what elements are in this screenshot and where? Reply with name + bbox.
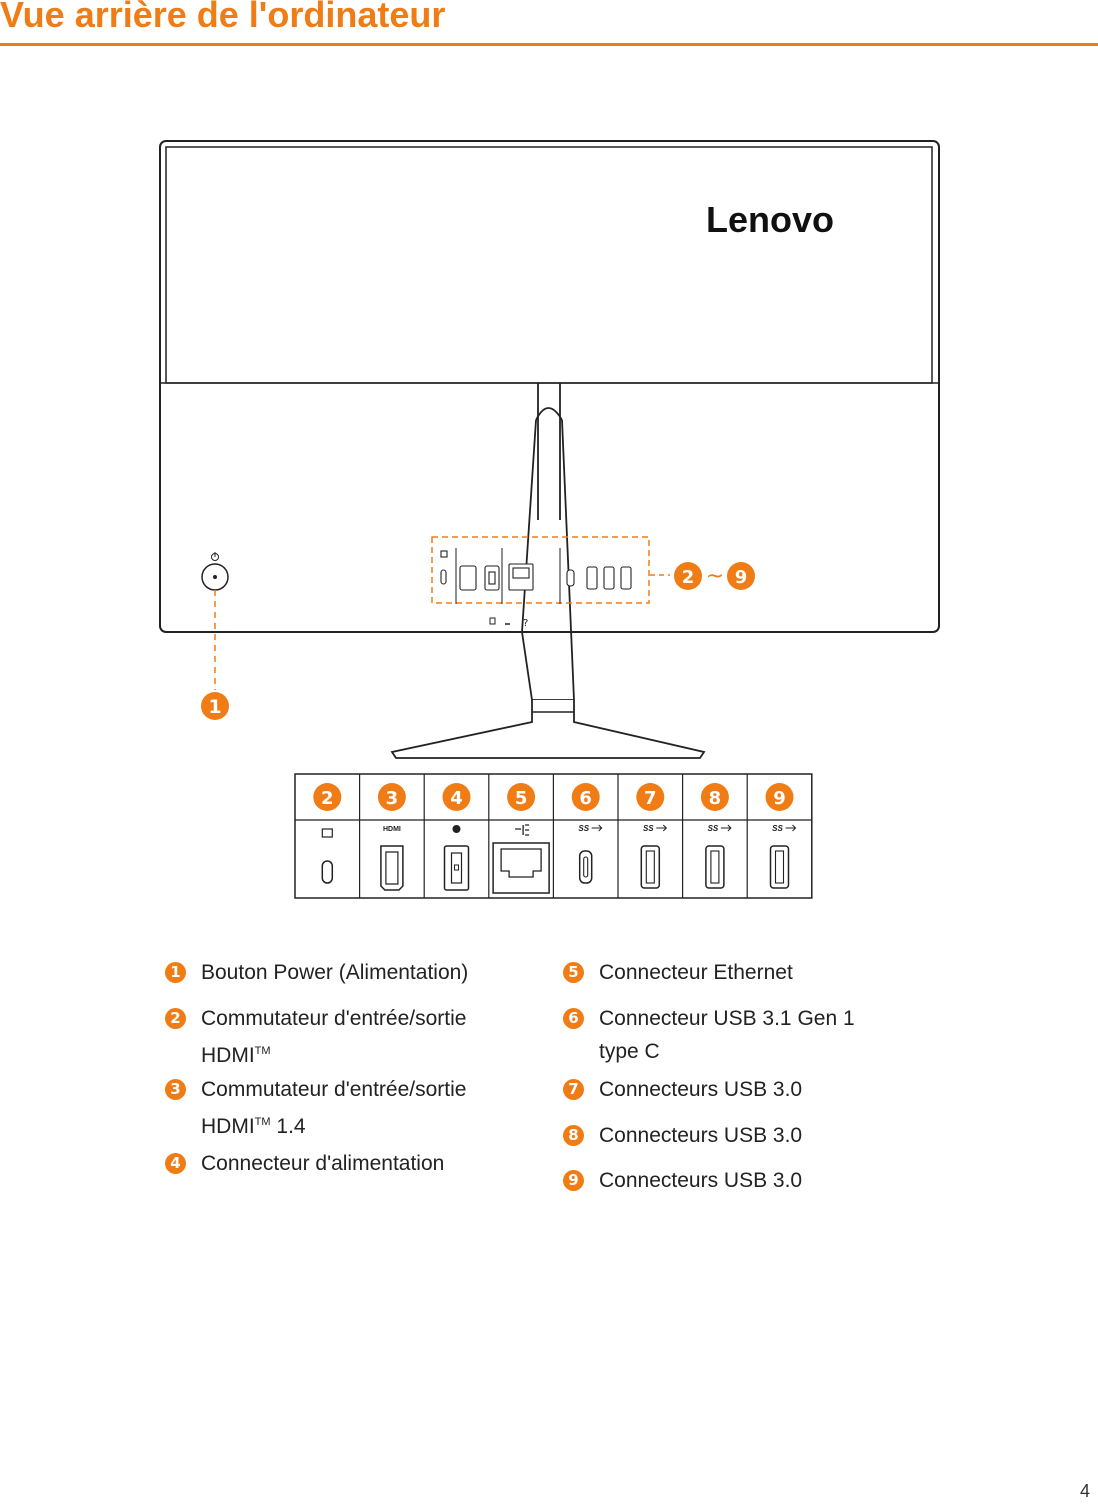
small-port-panel xyxy=(440,550,632,591)
stand-neck xyxy=(537,383,561,520)
usb-trident-icon xyxy=(720,824,732,832)
legend-text: Connecteur Ethernet xyxy=(599,961,793,984)
legend-text: Connecteurs USB 3.0 xyxy=(599,1169,803,1192)
legend-item-8: 8 Connecteurs USB 3.0 xyxy=(563,1119,939,1152)
svg-text:2: 2 xyxy=(682,567,695,588)
usb-c-port-icon xyxy=(578,850,593,884)
legend-number-badge: 9 xyxy=(563,1170,584,1191)
port-panel-highlight xyxy=(431,536,650,604)
power-jack-inner-icon xyxy=(450,852,463,884)
usb-trident-icon xyxy=(656,824,668,832)
usb-ss-symbol-icon: SS xyxy=(708,824,719,833)
callout-badge-1: 1 xyxy=(201,692,229,720)
port-number-badge-9 xyxy=(765,783,794,811)
title-underline xyxy=(0,43,1098,46)
svg-text:?: ? xyxy=(523,618,528,629)
legend-item-9: 9 Connecteurs USB 3.0 xyxy=(563,1164,939,1197)
legend-text: Connecteurs USB 3.0 xyxy=(599,1124,803,1147)
page-number: 4 xyxy=(1079,1481,1090,1501)
port-number-3: 3 xyxy=(386,788,399,809)
port-number-4: 4 xyxy=(450,788,463,809)
stand-base xyxy=(390,700,706,759)
usb-a-port-icon-9 xyxy=(769,845,790,889)
legend-number-badge: 5 xyxy=(563,962,584,983)
port-number-badge-2 xyxy=(313,783,342,811)
legend-number-badge: 8 xyxy=(563,1125,584,1146)
usb-ss-symbol-icon: SS xyxy=(578,824,589,833)
legend-text: Connecteurs USB 3.0 xyxy=(599,1078,803,1101)
port-number-badge-7 xyxy=(636,783,665,811)
legend-text: Bouton Power (Alimentation) xyxy=(201,961,469,984)
port-number-badge-3 xyxy=(377,783,406,811)
power-pin-icon xyxy=(454,864,459,871)
legend-item-4: 4 Connecteur d'alimentation xyxy=(165,1147,541,1180)
usb-c-tongue-icon xyxy=(583,856,589,878)
port-number-5: 5 xyxy=(515,788,528,809)
hdmi-label-icon: HDMI xyxy=(383,826,401,833)
legend-item-7: 7 Connecteurs USB 3.0 xyxy=(563,1073,939,1106)
legend-number-badge: 2 xyxy=(165,1008,186,1029)
legend-number-badge: 3 xyxy=(165,1079,186,1100)
callout-badge-2-9: 2 ~ 9 xyxy=(674,562,755,590)
hdmi-switch-icon xyxy=(321,860,334,884)
usb-ss-symbol-icon: SS xyxy=(772,824,783,833)
usb-a-port-icon-8 xyxy=(705,845,725,889)
switch-symbol-icon xyxy=(321,828,333,838)
legend-text: Connecteur d'alimentation xyxy=(201,1152,445,1175)
dc-polarity-icon xyxy=(452,825,461,833)
legend-number-badge: 6 xyxy=(563,1008,584,1029)
usb-trident-icon xyxy=(591,824,603,832)
port-number-7: 7 xyxy=(644,788,657,809)
ethernet-socket-icon xyxy=(500,848,542,878)
page-title: Vue arrière de l'ordinateur xyxy=(0,0,446,35)
usb-a-tongue-icon-9 xyxy=(774,850,785,884)
usb-a-tongue-icon-8 xyxy=(710,850,720,884)
usb-a-tongue-icon-7 xyxy=(645,850,655,884)
port-number-badge-8 xyxy=(700,783,729,811)
ethernet-port-icon xyxy=(492,842,550,894)
computer-rear-view-diagram: Lenovo ? 1 2 ~ xyxy=(159,140,940,899)
port-number-6: 6 xyxy=(579,788,592,809)
legend-item-5: 5 Connecteur Ethernet xyxy=(563,956,939,989)
network-symbol-icon xyxy=(515,824,530,836)
port-number-9: 9 xyxy=(773,788,786,809)
legend-number-badge: 7 xyxy=(563,1079,584,1100)
hdmi-port-inner-icon xyxy=(385,851,399,885)
port-number-badge-4 xyxy=(442,783,471,811)
monitor-upper-panel xyxy=(165,146,933,384)
svg-text:9: 9 xyxy=(735,567,748,588)
legend-number-badge: 4 xyxy=(165,1153,186,1174)
legend-number-badge: 1 xyxy=(165,962,186,983)
usb-ss-symbol-icon: SS xyxy=(643,824,654,833)
port-number-badge-5 xyxy=(507,783,536,811)
lenovo-logo: Lenovo xyxy=(706,199,834,240)
port-number-8: 8 xyxy=(709,788,722,809)
port-number-2: 2 xyxy=(321,788,334,809)
port-number-badge-6 xyxy=(571,783,600,811)
svg-text:1: 1 xyxy=(208,696,221,718)
legend-item-1: 1 Bouton Power (Alimentation) xyxy=(165,956,541,989)
svg-text:~: ~ xyxy=(706,564,724,589)
usb-a-port-icon-7 xyxy=(640,845,661,889)
usb-trident-icon xyxy=(785,824,797,832)
